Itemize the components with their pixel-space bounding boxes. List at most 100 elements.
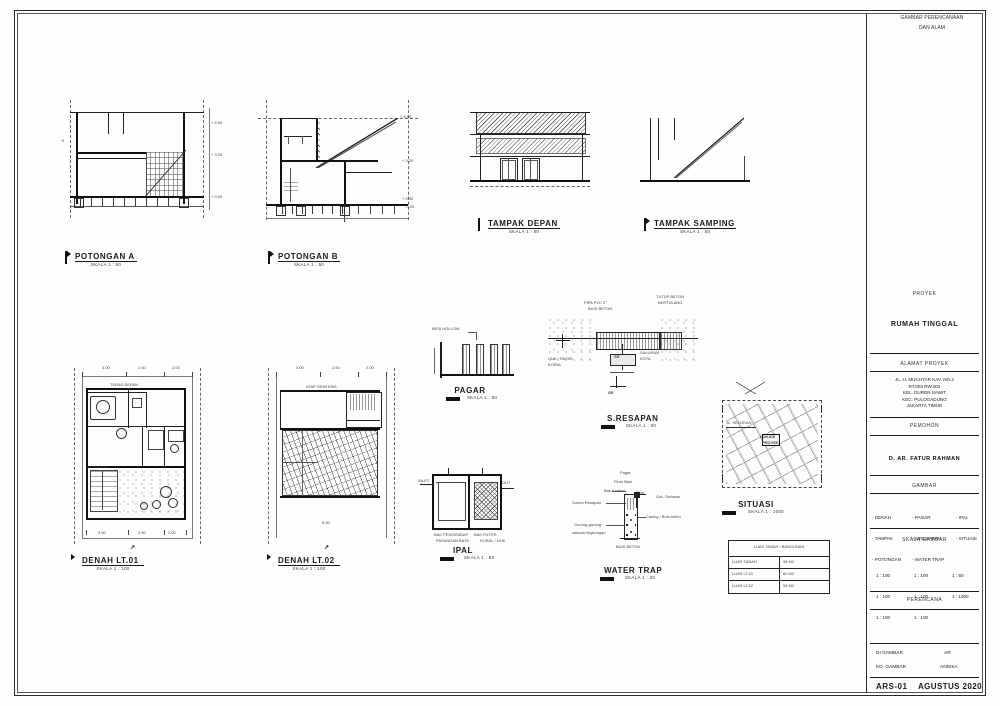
- gambar-label: GAMBAR: [912, 483, 937, 489]
- alamat-line-1: JL. H. MUCHTAR KAV. NO.2: [895, 377, 954, 382]
- situasi-lokasi-label: LOKASI: [760, 434, 776, 439]
- proyek-value: RUMAH TINGGAL: [890, 321, 959, 328]
- perencana-label: PERENCANA: [906, 597, 943, 603]
- gambar-c1-2: - POTONGAN: [872, 557, 902, 562]
- label-water-trap: WATER TRAP SKALA 1 : 20: [600, 566, 666, 581]
- drawing-tampak-depan: [470, 108, 590, 193]
- situasi-scale: SKALA 1 : 1000: [748, 509, 784, 514]
- proyek-label: PROYEK: [912, 291, 937, 297]
- pemohon-label: PEMOHON: [909, 423, 940, 429]
- ipal-name: IPAL: [452, 546, 474, 555]
- denah-lt01-scale: SKALA 1 : 100: [96, 566, 130, 571]
- label-potongan-b: POTONGAN B SKALA 1 : 50: [268, 251, 340, 267]
- digambar-value: AR: [944, 651, 951, 656]
- denah-lt01-note: TERAS DEPAN: [110, 382, 138, 387]
- wt-label-saluran: saluran lingkungan: [572, 530, 606, 535]
- tampak-samping-name: TAMPAK SAMPING: [654, 219, 735, 228]
- sheet-header-line2: DAN ALAM: [918, 25, 946, 31]
- ipal-scale: SKALA 1 : 50: [464, 555, 495, 560]
- label-s-resapan: S.RESAPAN SKALA 1 : 50: [601, 414, 665, 429]
- site-row0-k: LUAS TANAH: [732, 559, 757, 564]
- sheet-border-outer: [14, 10, 986, 696]
- wt-label-pintu: Pintu Besi: [614, 479, 633, 484]
- label-tampak-depan: TAMPAK DEPAN SKALA 1 : 50: [478, 218, 560, 234]
- drawing-ipal: INLET OUT BAK PENGENDAP BAK FILTER PASAN…: [418, 466, 514, 546]
- drawing-water-trap: Pagar Pintu Besi Bak Kontrol Sumur Resap…: [572, 470, 681, 549]
- tampak-depan-scale: SKALA 1 : 50: [508, 229, 540, 234]
- skala-label: SKALA GAMBAR: [902, 537, 947, 543]
- s-resapan-name: S.RESAPAN: [607, 414, 659, 423]
- label-situasi: SITUASI SKALA 1 : 1000: [722, 500, 786, 515]
- sheet-number: ARS-01: [876, 682, 908, 691]
- sheet-header-line1: GAMBAR PERENCANAAN: [900, 15, 964, 21]
- denah-lt01-name: DENAH LT.01: [82, 556, 139, 565]
- denah-lt02-name: DENAH LT.02: [278, 556, 335, 565]
- water-trap-name: WATER TRAP: [604, 566, 663, 575]
- kdgambar-label: KD. GAMBAR: [876, 665, 907, 670]
- kdgambar-value: ANDIKA: [940, 665, 958, 670]
- gambar-c1-0: - DENAH: [872, 515, 891, 520]
- site-row1-v: 60 M2: [783, 571, 795, 576]
- gambar-c2-2: - WATER TRAP: [912, 557, 945, 562]
- pemohon-value: D. AR. FATUR RAHMAN: [888, 456, 961, 462]
- site-table-header: LUAS TANAH / BANGUNAN: [753, 544, 805, 549]
- gambar-c2-0: - PAGAR: [912, 515, 931, 520]
- wt-label-pagar: Pagar: [620, 470, 631, 475]
- tampak-depan-name: TAMPAK DEPAN: [488, 219, 558, 228]
- skala-c1-1: 1 : 100: [876, 594, 891, 599]
- denah-lt02-scale: SKALA 1 : 100: [292, 566, 326, 571]
- gambar-c1-1: - TAMPAK: [872, 536, 893, 541]
- site-row1-k: LUAS LT.01: [732, 571, 754, 576]
- drawing-denah-lt02: 3.00 2.50 2.00 ATAP GENTENG 6.00 ↗: [262, 365, 402, 551]
- label-denah-lt01: DENAH LT.01 SKALA 1 : 100: [71, 554, 144, 571]
- skala-c3-0: 1 : 50: [952, 573, 964, 578]
- drawing-s-resapan: SR SR PIPA PVC 3" BUIS BETON TUTUP BETON…: [548, 292, 698, 412]
- wt-label-casing: Casing / Buis beton: [646, 514, 681, 519]
- potongan-b-name: POTONGAN B: [278, 252, 339, 261]
- skala-c3-1: 1 : 1000: [952, 594, 969, 599]
- skala-c1-0: 1 : 100: [876, 573, 891, 578]
- potongan-a-name: POTONGAN A: [75, 252, 135, 261]
- drawing-situasi: LOKASI PROYEK JL. SELOKAN: [714, 382, 828, 522]
- wt-label-got: Got / Selokan: [656, 494, 681, 499]
- alamat-line-4: KEC. PULOGADUNG: [902, 396, 947, 402]
- pagar-name: PAGAR: [454, 386, 486, 395]
- skala-c2-2: 1 : 100: [914, 615, 929, 620]
- alamat-line-2: RT.003 RW.002: [908, 383, 941, 389]
- alamat-line-5: JAKARTA TIMUR: [906, 403, 943, 409]
- skala-c2-1: 1 : 100: [914, 594, 929, 599]
- title-block: PROYEK RUMAH TINGGAL ALAMAT PROYEK JL. H…: [866, 13, 983, 693]
- label-denah-lt02: DENAH LT.02 SKALA 1 : 100: [267, 554, 340, 571]
- sheet-date: AGUSTUS 2020: [918, 682, 982, 691]
- drawing-tampak-samping: [640, 108, 750, 193]
- wt-label-pipa: Pipa: [636, 490, 645, 495]
- drawing-pagar: BESI HOLLOW: [432, 326, 522, 384]
- label-pagar: PAGAR SKALA 1 : 50: [446, 386, 500, 401]
- drawing-denah-lt01: 3.00 2.50 2.00 TERAS DEPAN: [68, 365, 208, 551]
- alamat-line-3: KEL. DUREN SAWIT: [902, 390, 947, 396]
- alamat-label: ALAMAT PROYEK: [900, 361, 949, 367]
- label-potongan-a: POTONGAN A SKALA 1 : 50: [65, 251, 137, 267]
- gambar-c3-1: - SITUASI: [956, 536, 977, 541]
- site-row2-k: LUAS LT.02: [732, 583, 754, 588]
- skala-c2-0: 1 : 100: [914, 573, 929, 578]
- pagar-note: BESI HOLLOW: [432, 326, 460, 331]
- potongan-a-scale: SKALA 1 : 50: [90, 262, 122, 267]
- label-tampak-samping: TAMPAK SAMPING SKALA 1 : 50: [644, 218, 736, 234]
- tampak-samping-scale: SKALA 1 : 50: [679, 229, 711, 234]
- denah-lt02-note: ATAP GENTENG: [306, 384, 337, 389]
- drawing-potongan-a: + 6.50 + 3.20 + 0.00 A: [60, 100, 222, 220]
- drawing-potongan-b: + 6.50 + 3.20 + 0.00 - 0.20: [258, 100, 418, 225]
- situasi-lokasi-label2: PROYEK: [762, 440, 779, 445]
- site-row2-v: 54 M2: [783, 583, 795, 588]
- s-resapan-scale: SKALA 1 : 50: [625, 423, 657, 428]
- wt-label-bak: Bak Kontrol: [604, 488, 625, 493]
- digambar-label: DI GAMBAR: [876, 651, 903, 656]
- situasi-street-label: JL. SELOKAN: [726, 420, 752, 425]
- wt-label-sumur: Sumur Resapan: [572, 500, 601, 505]
- pagar-scale: SKALA 1 : 50: [466, 395, 498, 400]
- site-row0-v: 96 M2: [783, 559, 795, 564]
- sheet-border-inner: [17, 13, 983, 693]
- label-ipal: IPAL SKALA 1 : 50: [440, 546, 495, 561]
